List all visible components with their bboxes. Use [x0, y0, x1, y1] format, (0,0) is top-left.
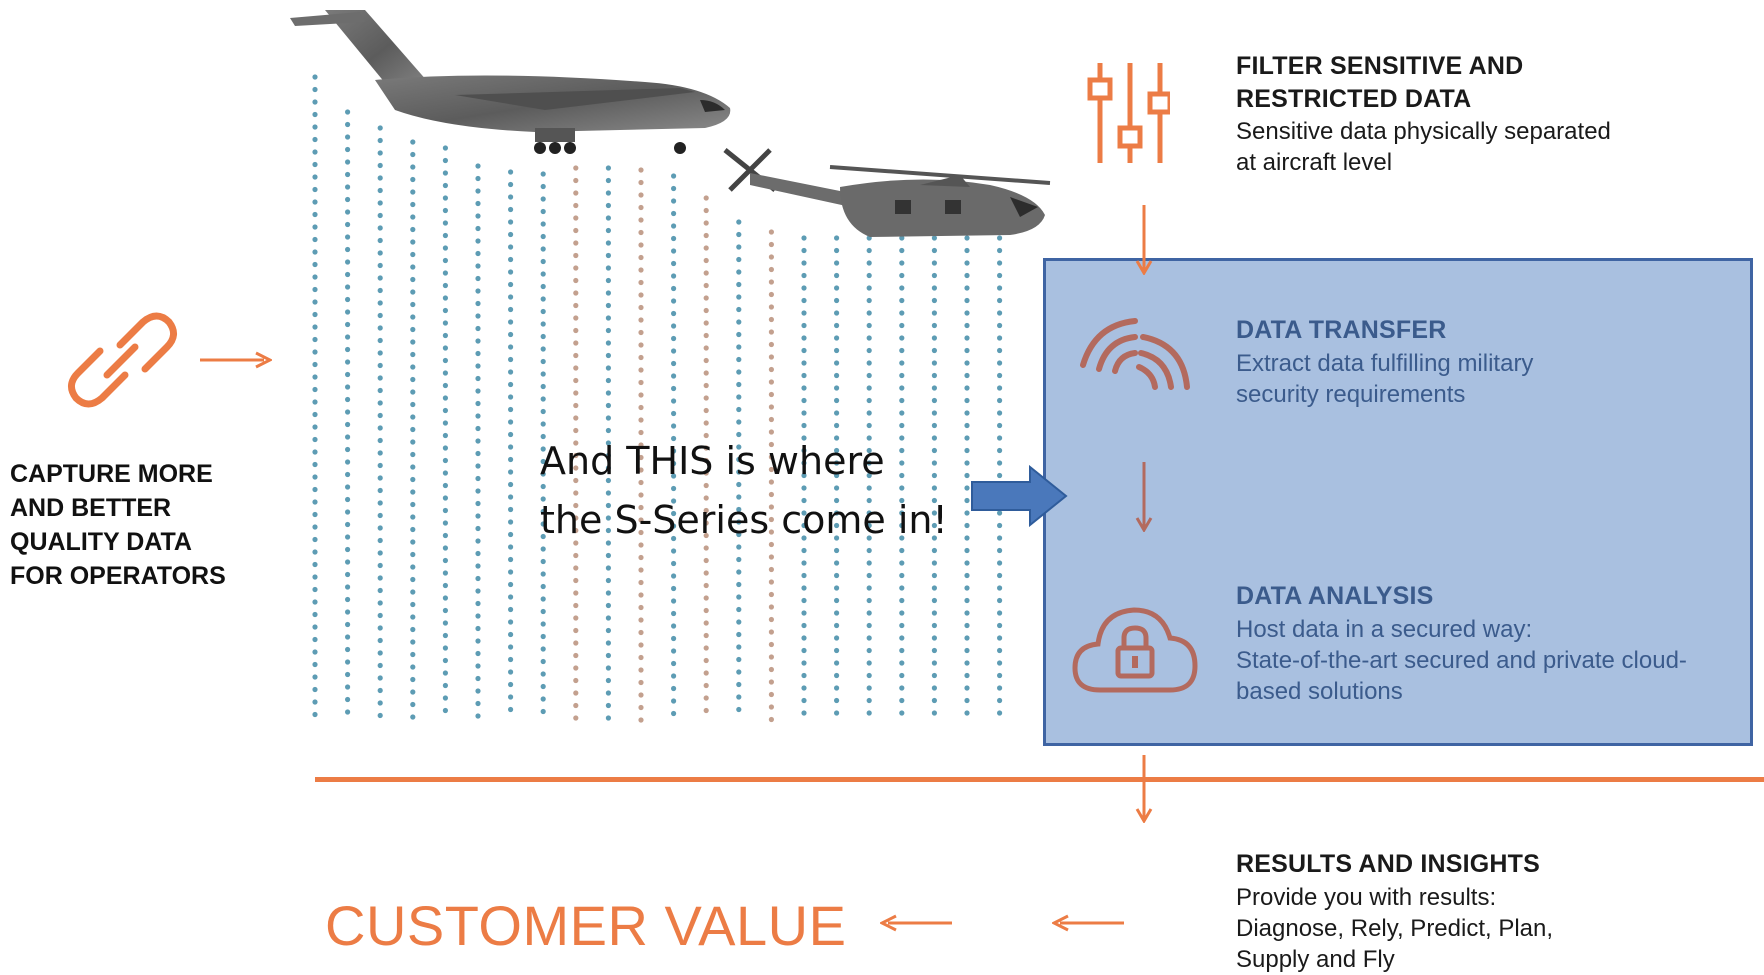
- helicopter-icon: [723, 148, 1051, 237]
- arrow-down-icon: [1135, 755, 1153, 823]
- timeline-divider: [315, 777, 1764, 782]
- chain-link-icon: [68, 312, 177, 408]
- wireless-signal-icon: [1080, 318, 1190, 390]
- capture-text: CAPTURE MORE AND BETTER QUALITY DATA FOR…: [10, 460, 226, 590]
- arrow-left-icon: [1052, 914, 1124, 932]
- callout-arrow-icon: [971, 465, 1068, 527]
- arrow-down-icon: [1135, 205, 1153, 275]
- analysis-title: DATA ANALYSIS: [1236, 582, 1434, 610]
- secured-process-box: [1043, 258, 1753, 746]
- analysis-description: Host data in a secured way: State-of-the…: [1236, 616, 1687, 705]
- arrow-right-icon: [200, 351, 272, 369]
- transfer-title: DATA TRANSFER: [1236, 316, 1447, 344]
- filter-title: FILTER SENSITIVE AND RESTRICTED DATA: [1236, 52, 1524, 113]
- s-series-callout: And THIS is where the S-Series come in!: [540, 439, 948, 542]
- cloud-lock-icon: [1072, 607, 1198, 693]
- sliders-icon: [1087, 63, 1170, 163]
- arrow-left-icon: [880, 914, 952, 932]
- customer-value-label: CUSTOMER VALUE: [325, 894, 847, 957]
- transport-plane-icon: [290, 10, 731, 154]
- filter-description: Sensitive data physically separated at a…: [1236, 118, 1611, 176]
- arrow-down-icon: [1135, 462, 1153, 532]
- transfer-description: Extract data fulfilling military securit…: [1236, 350, 1534, 408]
- results-title: RESULTS AND INSIGHTS: [1236, 850, 1541, 878]
- results-description: Provide you with results: Diagnose, Rely…: [1236, 884, 1554, 973]
